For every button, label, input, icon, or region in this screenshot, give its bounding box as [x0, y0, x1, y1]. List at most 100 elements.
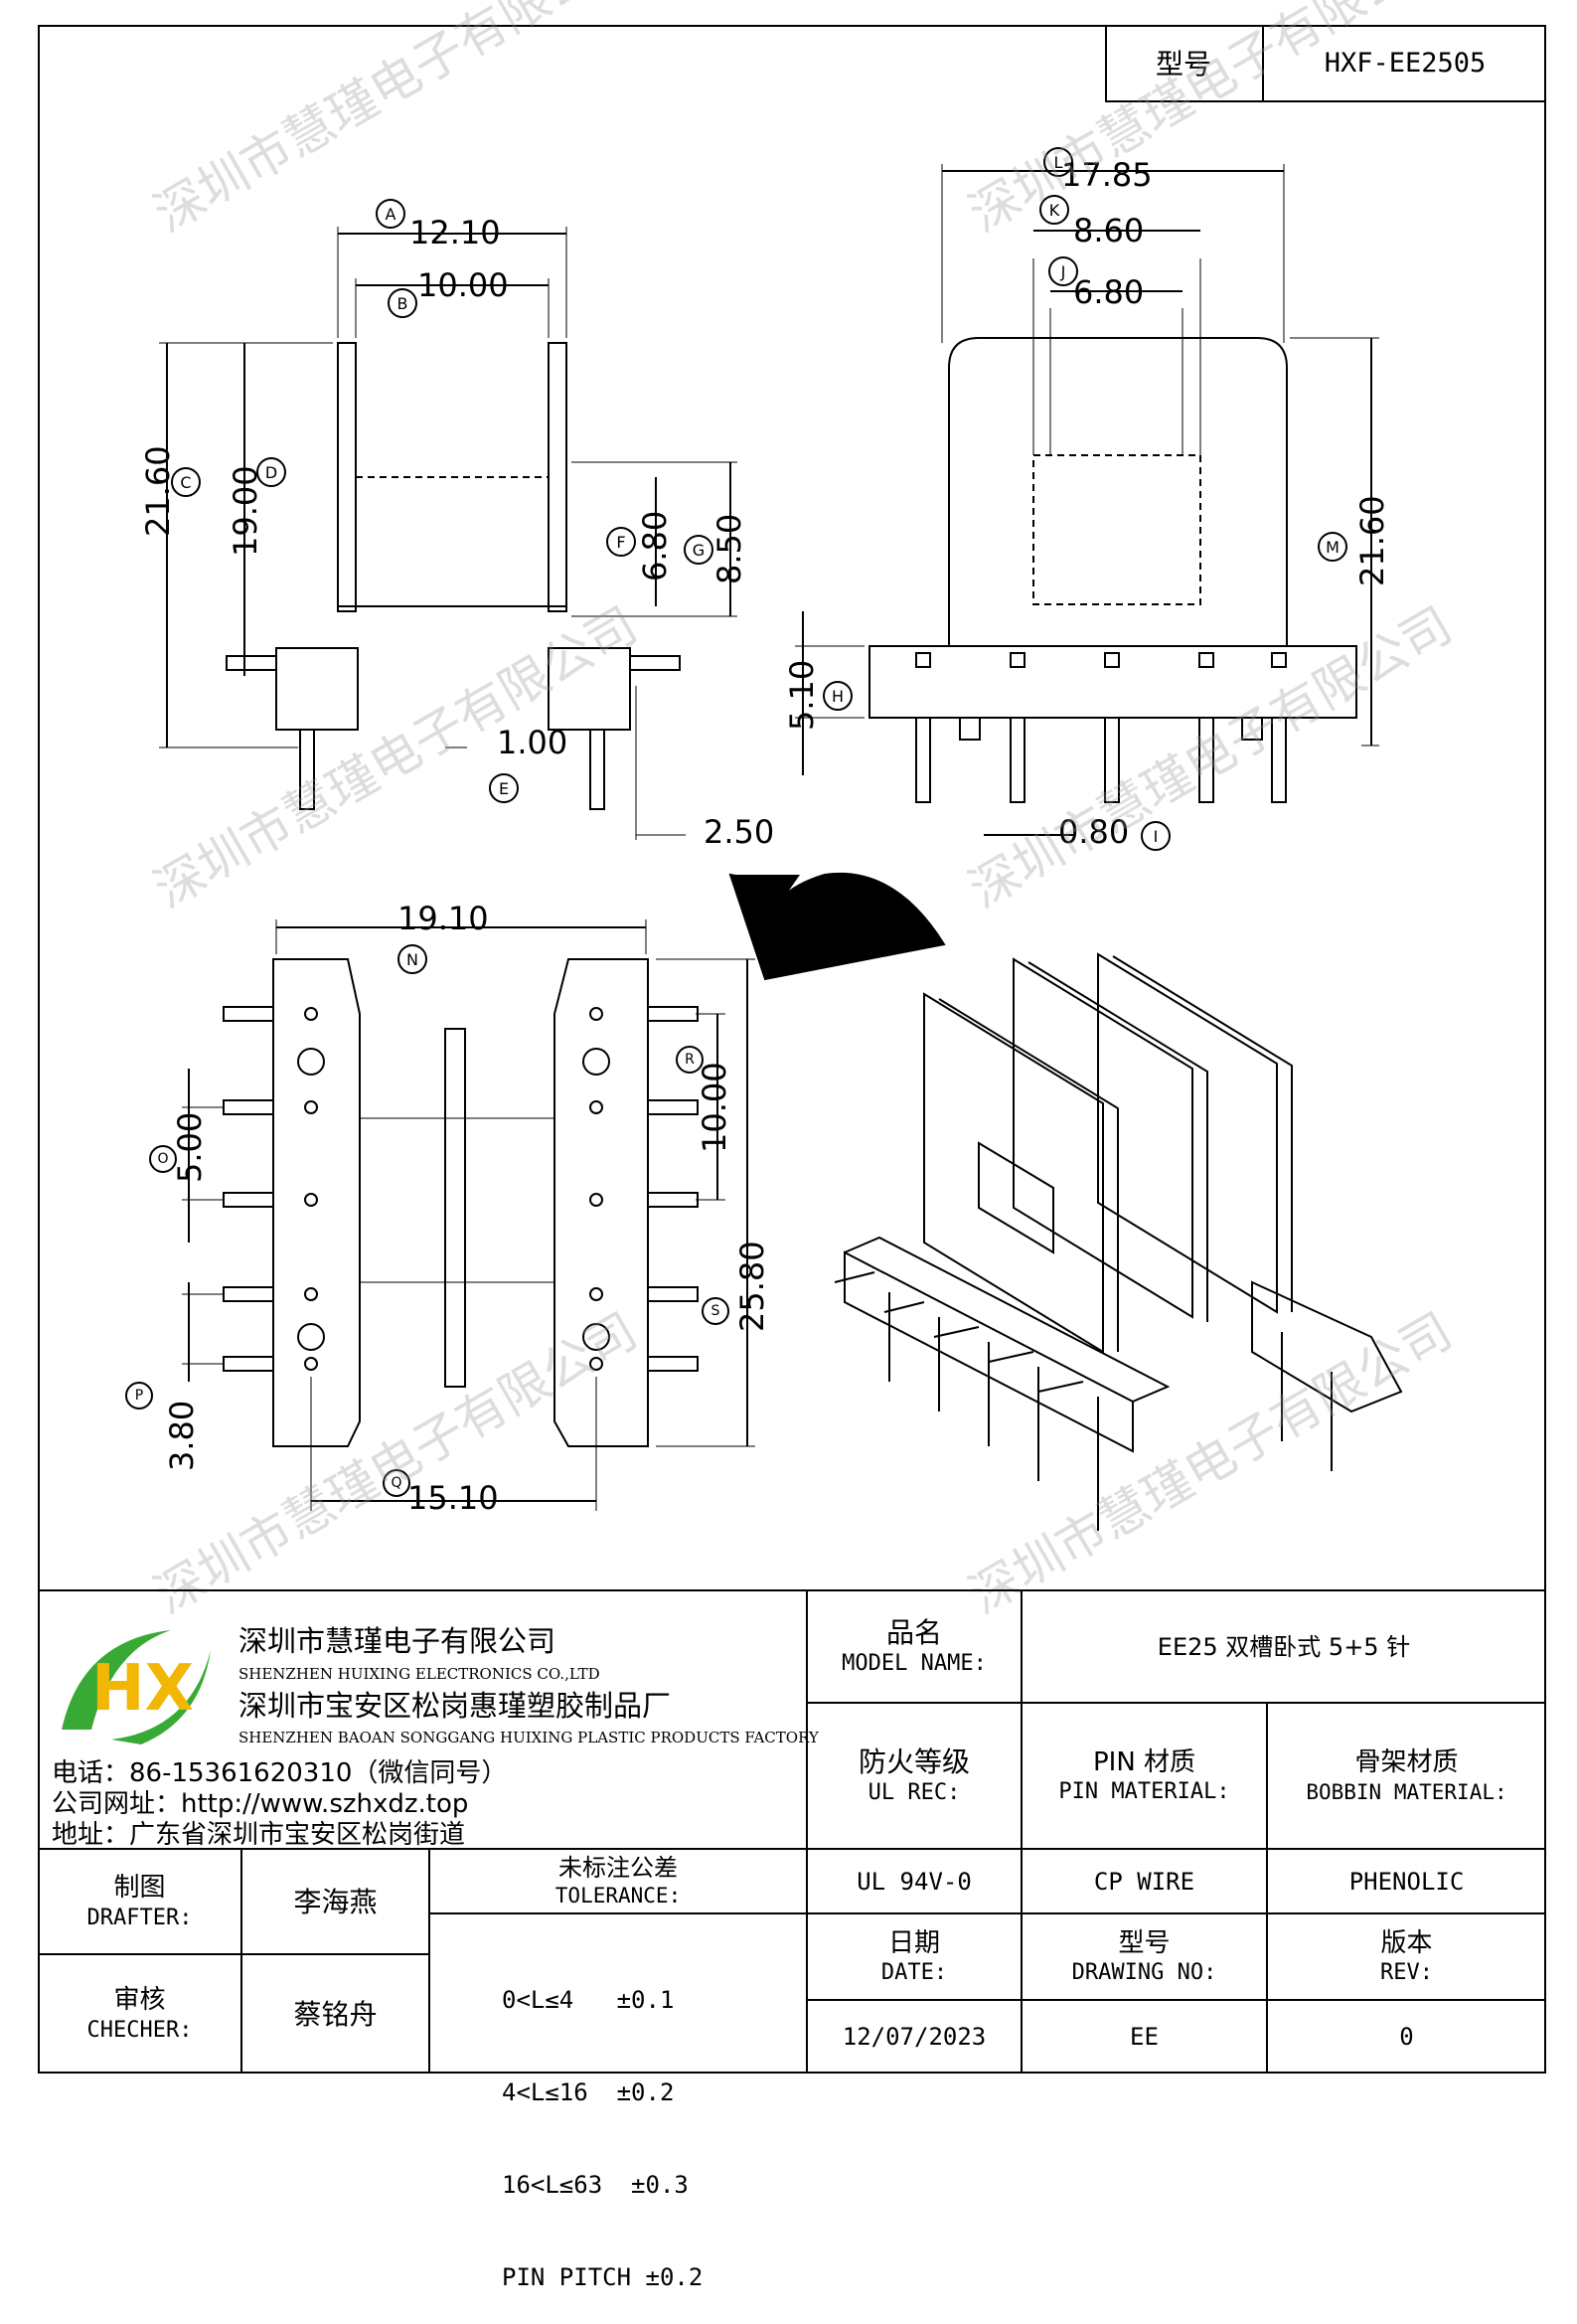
- svg-text:HX: HX: [91, 1652, 194, 1726]
- bobbin-material-label: 骨架材质 BOBBIN MATERIAL:: [1267, 1703, 1546, 1849]
- drawing-no-en: DRAWING NO:: [1071, 1960, 1217, 1985]
- dim-value-I: 0.80: [1058, 813, 1130, 851]
- factory-name-en: SHENZHEN BAOAN SONGGANG HUIXING PLASTIC …: [238, 1729, 819, 1746]
- dim-label-K: K: [1039, 195, 1069, 225]
- dim-label-G: G: [684, 535, 713, 565]
- dim-label-H: H: [823, 681, 853, 711]
- checker-name: 蔡铭舟: [293, 1997, 378, 2031]
- drawing-no-cn: 型号: [1118, 1927, 1171, 1958]
- side-pin-right-vertical: [589, 729, 605, 810]
- side-pin-left-vertical: [299, 729, 315, 810]
- drafter-label: 制图 DRAFTER:: [38, 1849, 241, 1954]
- drafter-label-en: DRAFTER:: [86, 1905, 193, 1930]
- bottom-view: [182, 919, 755, 1511]
- company-name-cn: 深圳市慧瑾电子有限公司: [238, 1624, 556, 1658]
- ul-label-cn: 防火等级: [858, 1745, 970, 1779]
- tolerance-label: 未标注公差 TOLERANCE:: [429, 1849, 807, 1913]
- company-phone: 电话：86-15361620310（微信同号）: [52, 1758, 508, 1788]
- tolerance-label-cn: 未标注公差: [558, 1854, 678, 1883]
- dim-label-R: R: [676, 1046, 704, 1074]
- dim-label-J: J: [1048, 256, 1078, 286]
- dim-label-S: S: [702, 1297, 729, 1325]
- tolerance-values: 0<L≤4 ±0.1 4<L≤16 ±0.2 16<L≤63 ±0.3 PIN …: [502, 1923, 703, 2324]
- front-core-window: [1032, 454, 1201, 605]
- drafter-label-cn: 制图: [113, 1873, 166, 1903]
- model-header-box: [1105, 25, 1546, 102]
- side-pin-block-left: [275, 647, 359, 731]
- checker-label-en: CHECHER:: [86, 2017, 193, 2043]
- bottom-center-flange: [444, 1028, 466, 1388]
- dim-label-I: I: [1141, 821, 1171, 851]
- dim-label-L: L: [1043, 147, 1073, 177]
- dim-label-C: C: [171, 467, 201, 497]
- rev-label-en: REV:: [1380, 1960, 1433, 1985]
- dim-label-B: B: [388, 288, 417, 318]
- tolerance-line: 16<L≤63 ±0.3: [502, 2171, 689, 2199]
- rev-label: 版本 REV:: [1267, 1913, 1546, 2000]
- model-name-cn: 品名: [885, 1616, 942, 1650]
- front-view: [795, 164, 1379, 836]
- company-address: 地址：广东省深圳市宝安区松岗街道: [52, 1820, 466, 1850]
- dim-value-K: 8.60: [1073, 212, 1145, 249]
- model-header-divider: [1262, 25, 1264, 102]
- bottom-rail-left: [272, 958, 361, 1447]
- ul-value: UL 94V-0: [857, 1867, 972, 1896]
- dim-value-Q: 15.10: [407, 1479, 499, 1517]
- front-pins: [915, 652, 1287, 803]
- isometric-view: [834, 952, 1403, 1531]
- dim-label-P: P: [125, 1382, 153, 1410]
- date-label: 日期 DATE:: [807, 1913, 1022, 2000]
- dim-value-E: 1.00: [497, 724, 568, 761]
- pin-material-en: PIN MATERIAL:: [1058, 1779, 1230, 1804]
- dim-value-extra: 2.50: [704, 813, 775, 851]
- model-header-label: 型号: [1155, 47, 1211, 81]
- bobbin-material-value: PHENOLIC: [1348, 1867, 1465, 1896]
- dim-label-A: A: [376, 199, 405, 229]
- rev-label-cn: 版本: [1380, 1927, 1433, 1958]
- dim-label-N: N: [397, 944, 427, 974]
- side-view: [159, 227, 737, 840]
- drafter-name: 李海燕: [293, 1885, 378, 1918]
- model-header-value: HXF-EE2505: [1324, 48, 1487, 80]
- dim-label-E: E: [489, 773, 519, 803]
- front-flange: [948, 337, 1288, 646]
- bobbin-material-cn: 骨架材质: [1354, 1747, 1459, 1778]
- side-pin-right-horizontal: [629, 655, 681, 671]
- dim-value-L: 17.85: [1061, 156, 1153, 194]
- company-logo: HX: [62, 1630, 211, 1744]
- drawing-no-value: EE: [1130, 2023, 1159, 2051]
- dim-value-N: 19.10: [397, 900, 489, 937]
- drawing-no-label: 型号 DRAWING NO:: [1022, 1913, 1267, 2000]
- dim-label-O: O: [149, 1145, 177, 1173]
- model-name-value: EE25 双槽卧式 5+5 针: [1157, 1632, 1411, 1661]
- date-value: 12/07/2023: [842, 2023, 987, 2051]
- ul-label: 防火等级 UL REC:: [807, 1703, 1022, 1849]
- model-name-en: MODEL NAME:: [842, 1651, 987, 1677]
- factory-name-cn: 深圳市宝安区松岗惠瑾塑胶制品厂: [238, 1689, 672, 1723]
- date-label-en: DATE:: [880, 1960, 948, 1985]
- company-website: 公司网址：http://www.szhxdz.top: [52, 1789, 469, 1819]
- side-pin-left-horizontal: [226, 655, 277, 671]
- tolerance-label-en: TOLERANCE:: [554, 1884, 682, 1909]
- title-block-grid: [38, 1589, 1546, 2074]
- tolerance-line: 4<L≤16 ±0.2: [502, 2078, 675, 2106]
- date-label-cn: 日期: [887, 1927, 940, 1958]
- bobbin-material-en: BOBBIN MATERIAL:: [1306, 1779, 1507, 1804]
- dim-value-J: 6.80: [1073, 273, 1145, 311]
- dim-label-Q: Q: [383, 1469, 410, 1497]
- tolerance-line: PIN PITCH ±0.2: [502, 2263, 704, 2291]
- dim-value-B: 10.00: [417, 266, 509, 304]
- pin-material-cn: PIN 材质: [1092, 1746, 1196, 1777]
- bottom-rail-right: [553, 958, 649, 1447]
- dim-label-D: D: [256, 457, 286, 487]
- dim-label-M: M: [1318, 532, 1347, 562]
- dim-label-F: F: [606, 527, 636, 557]
- checker-label-cn: 审核: [113, 1985, 166, 2015]
- tolerance-line: 0<L≤4 ±0.1: [502, 1986, 675, 2014]
- pin-material-label: PIN 材质 PIN MATERIAL:: [1022, 1703, 1267, 1849]
- rev-value: 0: [1399, 2023, 1414, 2051]
- dim-value-A: 12.10: [409, 214, 501, 251]
- checker-label: 审核 CHECHER:: [38, 1954, 241, 2074]
- model-name-label: 品名 MODEL NAME:: [807, 1590, 1022, 1703]
- drawing-frame: [38, 25, 1546, 2074]
